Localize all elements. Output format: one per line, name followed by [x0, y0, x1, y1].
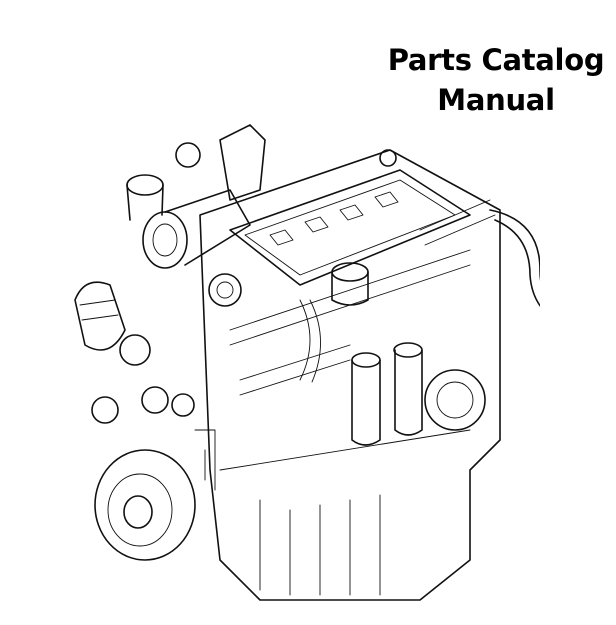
document-title: Parts Catalog Manual — [378, 40, 614, 120]
engine-illustration — [74, 124, 540, 601]
title-line-1: Parts Catalog — [387, 43, 605, 77]
title-line-2: Manual — [437, 83, 555, 117]
